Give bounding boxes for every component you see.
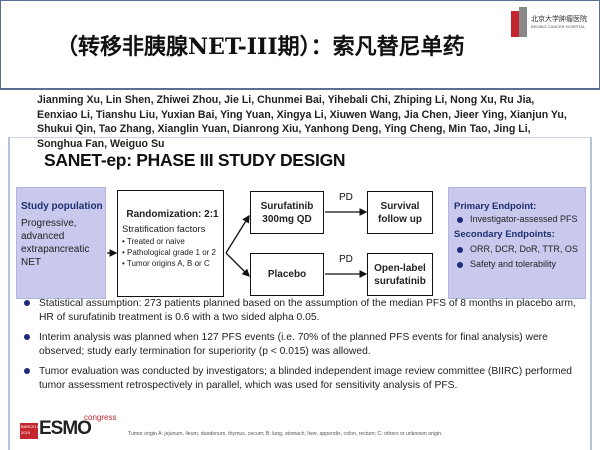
logo-cn-text: 北京大学肿瘤医院 <box>531 16 587 23</box>
endpoints-box: Primary Endpoint: Investigator-assessed … <box>448 187 586 299</box>
bullet-icon <box>457 246 463 253</box>
note-text: Statistical assumption: 273 patients pla… <box>39 298 576 323</box>
placebo-arm-box: Placebo <box>250 253 324 296</box>
logo-mark-gray <box>519 7 527 37</box>
strat-item: • Tumor origins A, B or C <box>122 259 210 268</box>
slide-title: SANET-ep: PHASE III STUDY DESIGN <box>44 150 346 170</box>
out1-line2: follow up <box>378 213 422 225</box>
note-text: Interim analysis was planned when 127 PF… <box>39 332 548 357</box>
endpoint-text: Safety and tolerability <box>470 259 557 269</box>
secondary-endpoint-heading: Secondary Endpoints: <box>454 229 555 240</box>
stratification-label: Stratification factors <box>122 224 206 235</box>
randomization-heading: Randomization: 2:1 <box>126 209 219 220</box>
arm1-line2: 300mg QD <box>262 213 312 225</box>
survival-followup-box: Survival follow up <box>367 191 433 234</box>
population-text: Progressive, advanced extrapancreatic NE… <box>21 218 90 268</box>
bullet-icon <box>457 216 463 223</box>
out1-line1: Survival <box>380 200 420 212</box>
randomization-box: Randomization: 2:1 Stratification factor… <box>117 190 224 297</box>
note-item: Tumor evaluation was conducted by invest… <box>24 365 585 393</box>
endpoint-item: Safety and tolerability <box>454 258 585 271</box>
esmo-congress: congress <box>84 413 117 422</box>
out2-line1: Open-label <box>374 262 426 274</box>
esmo-name: ESMO <box>39 418 92 439</box>
esmo-city: BARCELONA 2019 <box>20 423 46 439</box>
endpoint-text: ORR, DCR, DoR, TTR, OS <box>470 244 578 254</box>
out2-line2: surufatinib <box>374 275 426 287</box>
strat-item: • Treated or naive <box>122 237 185 246</box>
surufatinib-arm-box: Surufatinib 300mg QD <box>250 191 324 234</box>
pd-label: PD <box>339 192 353 203</box>
footnote: Tumor origin A: jejunum, ileum, duodenum… <box>128 431 443 437</box>
note-item: Statistical assumption: 273 patients pla… <box>24 297 585 325</box>
author-list: Jianming Xu, Lin Shen, Zhiwei Zhou, Jie … <box>37 94 567 150</box>
note-text: Tumor evaluation was conducted by invest… <box>39 366 573 391</box>
bullet-icon <box>24 300 30 306</box>
endpoint-text: Investigator-assessed PFS <box>470 214 578 224</box>
arrow <box>225 214 250 254</box>
bullet-icon <box>457 261 463 268</box>
pd-label: PD <box>339 254 353 265</box>
note-item: Interim analysis was planned when 127 PF… <box>24 331 585 359</box>
page-title: （转移非胰腺NET-III期）：索凡替尼单药 <box>56 34 465 60</box>
arrow <box>225 252 250 277</box>
bullet-icon <box>24 334 30 340</box>
arm2-label: Placebo <box>267 269 307 280</box>
population-heading: Study population <box>21 201 103 212</box>
slide-frame <box>8 137 592 450</box>
design-notes: Statistical assumption: 273 patients pla… <box>24 297 585 399</box>
logo-mark-red <box>511 11 519 37</box>
primary-endpoint-heading: Primary Endpoint: <box>454 201 537 212</box>
endpoint-item: Investigator-assessed PFS <box>454 213 585 226</box>
endpoint-item: ORR, DCR, DoR, TTR, OS <box>454 243 585 256</box>
header-bar: （转移非胰腺NET-III期）：索凡替尼单药 北京大学肿瘤医院 BEIJING … <box>0 0 600 90</box>
open-label-box: Open-label surufatinib <box>367 253 433 296</box>
strat-item: • Pathological grade 1 or 2 <box>122 248 216 257</box>
esmo-logo: BARCELONA 2019 ESMO congress <box>20 413 140 441</box>
study-population-box: Study population Progressive, advanced e… <box>16 187 106 299</box>
bullet-icon <box>24 368 30 374</box>
arm1-line1: Surufatinib <box>260 200 314 212</box>
hospital-logo: 北京大学肿瘤医院 BEIJING CANCER HOSPITAL <box>509 5 599 39</box>
logo-en-text: BEIJING CANCER HOSPITAL <box>531 24 586 29</box>
